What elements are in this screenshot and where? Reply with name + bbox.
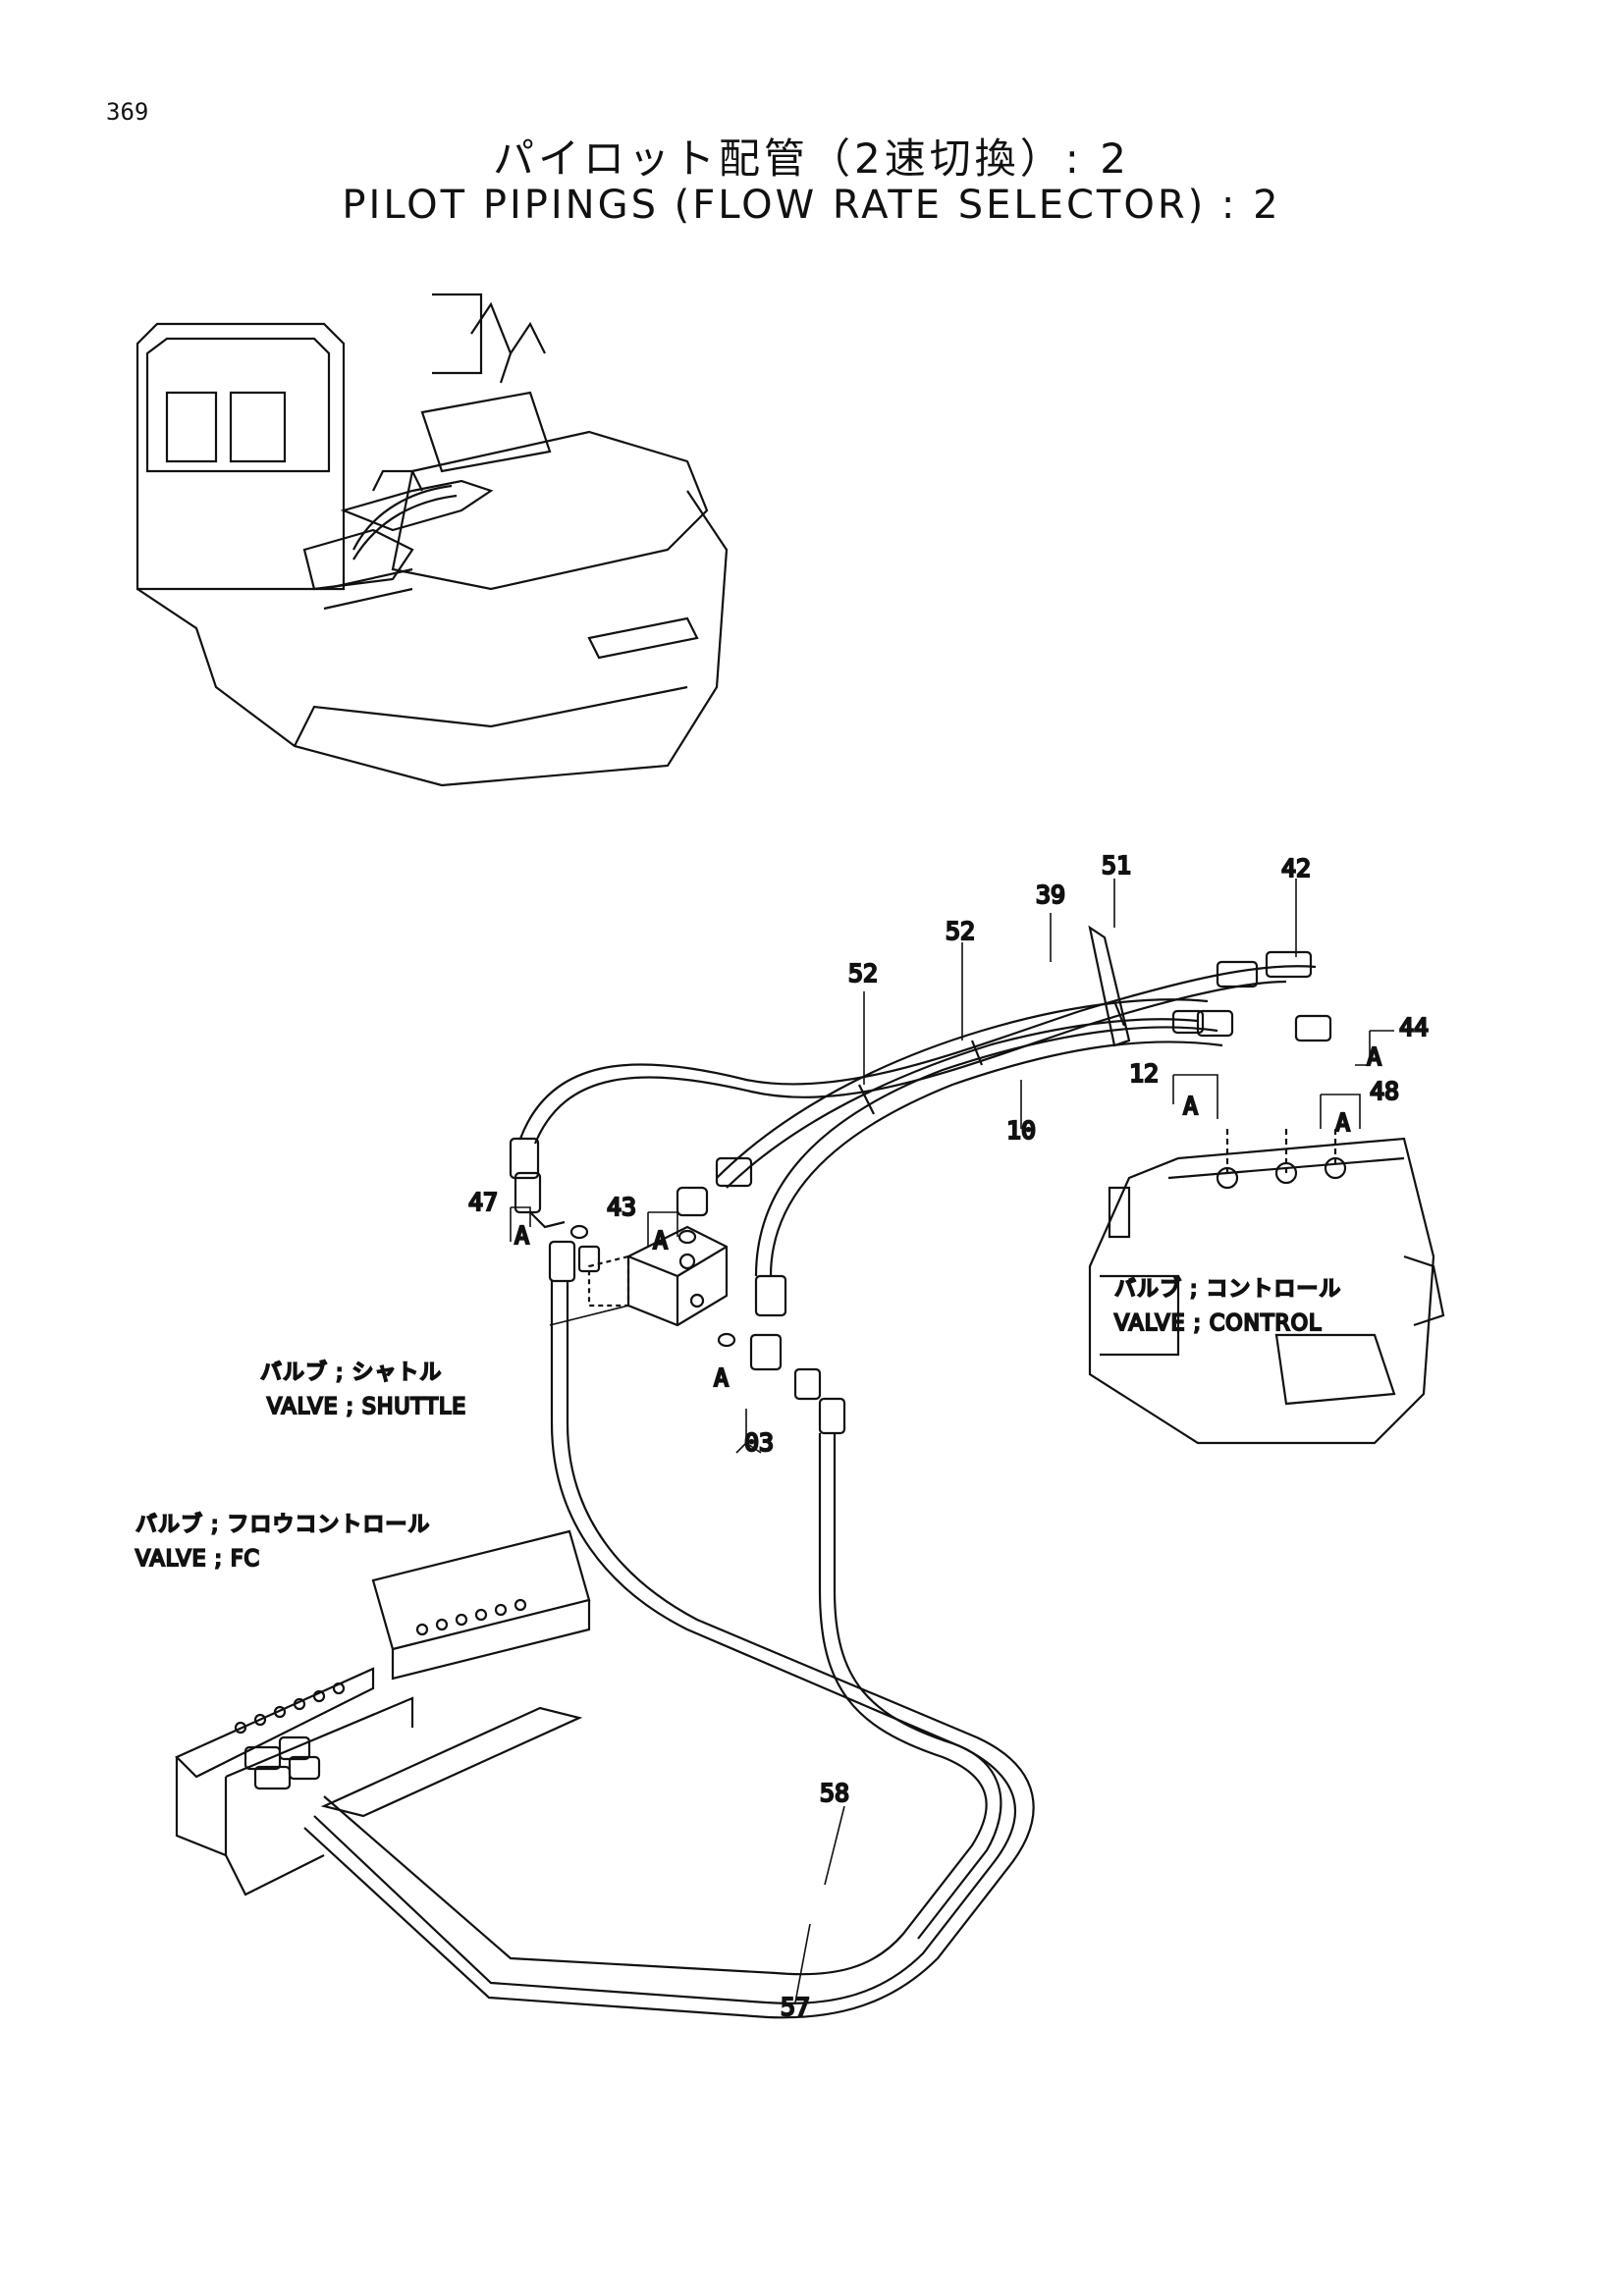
callout-51: 51 [1102, 851, 1131, 880]
callout-03: 03 [744, 1428, 774, 1457]
callout-42: 42 [1281, 854, 1311, 882]
callout-43: 43 [607, 1193, 636, 1221]
control-valve-label-jp: バルブ ; コントロール [1114, 1277, 1341, 1302]
fc-valve-label-en: VALVE ; FC [135, 1547, 260, 1572]
title-english: PILOT PIPINGS (FLOW RATE SELECTOR) : 2 [342, 183, 1281, 228]
mark-a-03: A [714, 1363, 729, 1392]
shuttle-valve-label-en: VALVE ; SHUTTLE [267, 1395, 466, 1419]
callout-44: 44 [1399, 1013, 1429, 1041]
callout-12: 12 [1129, 1059, 1159, 1088]
mark-a-47: A [514, 1221, 529, 1250]
pilot-hose-bundle [509, 925, 1332, 1317]
callout-48: 48 [1370, 1077, 1399, 1105]
shuttle-fittings [514, 1171, 846, 1435]
callout-58: 58 [820, 1779, 849, 1807]
callout-47: 47 [468, 1188, 498, 1216]
callout-10: 10 [1006, 1116, 1036, 1145]
fc-valve-body [175, 1529, 591, 1896]
callout-52-lower: 52 [848, 959, 878, 988]
leader-lines [510, 879, 1394, 2003]
control-valve-body [1088, 1129, 1445, 1445]
callout-39: 39 [1036, 881, 1065, 909]
control-valve-label-en: VALVE ; CONTROL [1114, 1311, 1322, 1336]
connection-marks: A A A A A A [514, 1041, 1382, 1393]
mark-a-48: A [1335, 1108, 1350, 1137]
mark-a-43: A [653, 1226, 668, 1255]
callout-52-upper: 52 [946, 917, 975, 945]
flow-control-hoses [303, 1281, 1035, 2019]
mark-a-12: A [1183, 1092, 1198, 1120]
mark-a-44: A [1367, 1042, 1381, 1071]
fc-valve-label-jp: バルブ ; フロウコントロール [135, 1513, 430, 1537]
title-japanese: パイロット配管（2速切換）: 2 [493, 134, 1130, 183]
callout-numbers: 51 42 39 52 52 44 12 48 10 47 43 03 58 5… [467, 850, 1430, 2022]
callout-57: 57 [781, 1993, 810, 2021]
shuttle-valve-label-jp: バルブ ; シャトル [260, 1361, 442, 1385]
component-captions: バルブ ; コントロール VALVE ; CONTROL バルブ ; シャトル … [135, 1276, 1342, 1573]
excavator-overview-illustration [135, 293, 729, 787]
page-number: 369 [106, 98, 149, 126]
